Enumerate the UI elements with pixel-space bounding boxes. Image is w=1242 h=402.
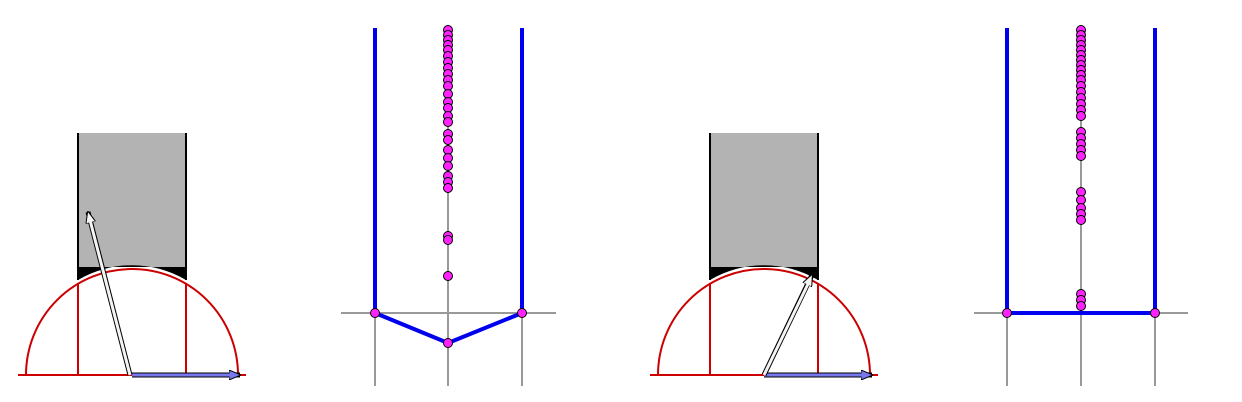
- panel-2-points: [370, 25, 527, 348]
- panel-2-plot: [341, 25, 556, 386]
- panel-4-point: [1076, 215, 1086, 225]
- panel-1-geometry: [18, 133, 246, 375]
- panel-3-white-vector-fill: [762, 283, 810, 376]
- panel-1-dark-cap: [78, 265, 186, 280]
- panel-4-points: [1002, 25, 1160, 318]
- panel-3-gray-column: [710, 133, 818, 267]
- panel-1-white-vector-fill: [89, 221, 132, 376]
- panel-3-geometry: [650, 133, 878, 375]
- panel-4-vertex-point: [1002, 308, 1012, 318]
- panel-3-dark-cap: [710, 265, 818, 280]
- panel-2-vertex-point: [370, 308, 380, 318]
- panel-4-vertex-point: [1150, 308, 1160, 318]
- panel-4-blue-boundary: [1005, 28, 1157, 315]
- panel-2-vertex-point: [517, 308, 527, 318]
- panel-2-point: [443, 271, 453, 281]
- panel-4-point: [1076, 111, 1086, 121]
- panel-4-plot: [974, 25, 1188, 386]
- panel-2-point: [443, 183, 453, 193]
- panel-1-gray-column: [78, 133, 186, 267]
- panel-1-red-semicircle: [25, 268, 239, 376]
- panel-2-point: [443, 117, 453, 127]
- panel-4-point: [1076, 151, 1086, 161]
- panel-2-point: [443, 135, 453, 145]
- panel-2-vertex-point: [443, 338, 453, 348]
- panel-4-point: [1076, 301, 1086, 311]
- panel-3-red-semicircle: [657, 268, 871, 376]
- panel-2-point: [443, 161, 453, 171]
- panel-2-point: [443, 235, 453, 245]
